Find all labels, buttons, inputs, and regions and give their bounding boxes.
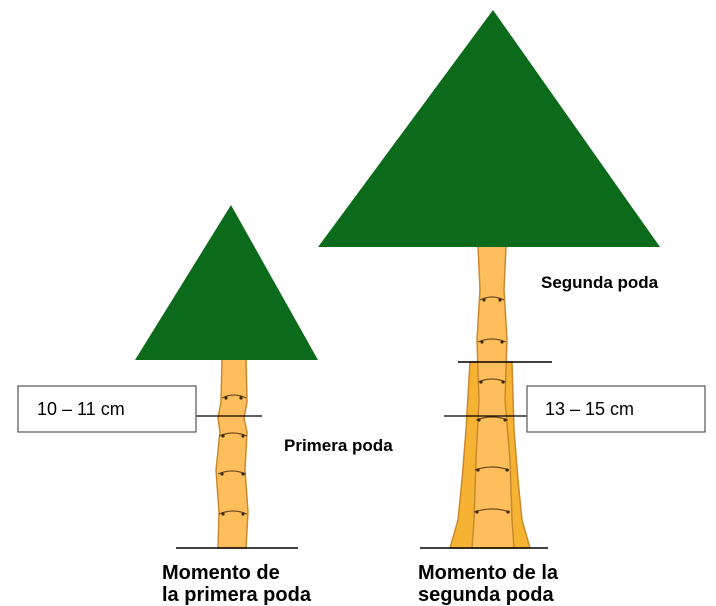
measure-text-second: 13 – 15 cm <box>545 399 634 419</box>
measure-text-first: 10 – 11 cm <box>37 399 125 419</box>
caption-left-line1: Momento de <box>162 562 280 584</box>
caption-right-line1: Momento de la <box>418 562 559 584</box>
caption-left-line2: la primera poda <box>162 584 312 606</box>
left-tree-trunk <box>215 357 249 549</box>
left-tree-canopy <box>135 205 318 360</box>
left-tree <box>135 205 318 549</box>
right-tree-canopy <box>318 10 660 247</box>
measure-box-second: 13 – 15 cm <box>526 385 706 433</box>
label-primera-poda: Primera poda <box>284 436 393 455</box>
measure-box-first: 10 – 11 cm <box>17 385 197 433</box>
caption-right-line2: segunda poda <box>418 584 554 606</box>
left-trunk-nodes <box>217 394 248 515</box>
label-segunda-poda: Segunda poda <box>541 273 659 292</box>
right-tree <box>318 10 660 549</box>
